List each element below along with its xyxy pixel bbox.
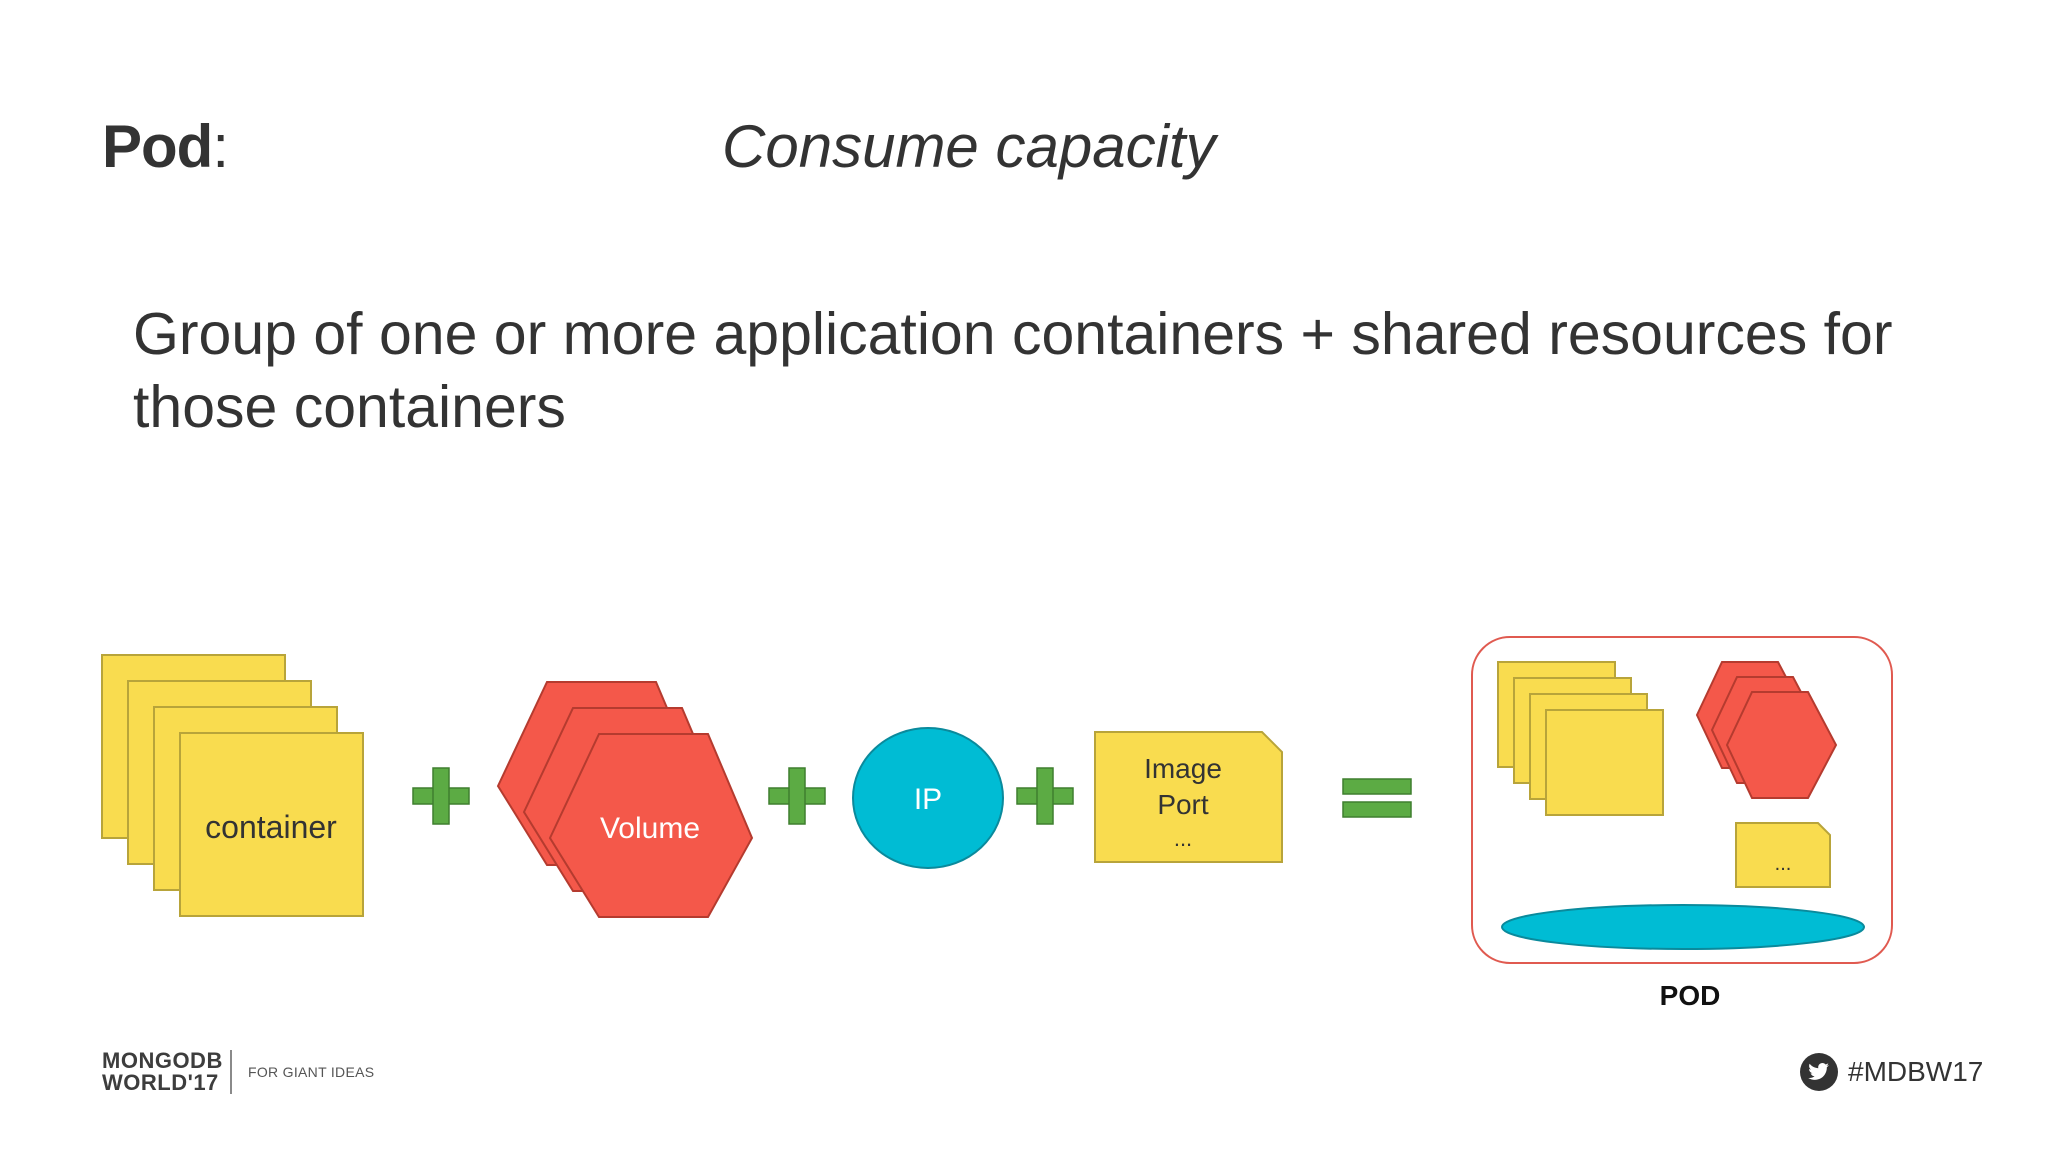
plus-icon xyxy=(1016,767,1074,825)
pod-ip-ellipse xyxy=(1501,904,1865,950)
pod-container-4 xyxy=(1545,709,1664,816)
equals-icon xyxy=(1342,778,1412,818)
pod-resources-label: ... xyxy=(1775,853,1792,875)
container-stack: container xyxy=(101,654,364,917)
container-label: container xyxy=(205,809,337,845)
title-colon: : xyxy=(212,113,229,180)
resource-port-label: Port xyxy=(1157,789,1209,820)
pod-volume-3 xyxy=(1725,691,1838,799)
resource-image-label: Image xyxy=(1144,753,1222,784)
logo-line-2: WORLD'17 xyxy=(102,1070,219,1095)
resource-ellipsis-label: ... xyxy=(1174,826,1192,851)
slide-subtitle: Consume capacity xyxy=(722,113,1216,180)
ip-node: IP xyxy=(852,727,1004,869)
ip-label: IP xyxy=(914,783,942,816)
pod-box: ... xyxy=(1471,636,1893,964)
footer-divider xyxy=(230,1050,232,1094)
resources-note: Image Port ... xyxy=(1094,731,1283,863)
volume-stack: Volume xyxy=(496,681,754,918)
container-box-4 xyxy=(179,732,364,917)
title-pod: Pod xyxy=(102,113,213,180)
twitter-bird-icon xyxy=(1800,1053,1838,1091)
plus-icon xyxy=(768,767,826,825)
ip-circle xyxy=(852,727,1004,869)
twitter-hashtag: #MDBW17 xyxy=(1800,1050,1983,1094)
logo-line-1: MONGODB xyxy=(102,1048,223,1073)
volume-label: Volume xyxy=(600,812,700,845)
plus-icon xyxy=(412,767,470,825)
footer-tagline: FOR GIANT IDEAS xyxy=(248,1064,375,1080)
pod-label: POD xyxy=(1660,980,1721,1011)
pod-resources-note xyxy=(1735,822,1831,888)
slide-title: Pod: xyxy=(102,112,229,181)
hashtag-label: #MDBW17 xyxy=(1848,1056,1984,1087)
slide-body-text: Group of one or more application contain… xyxy=(133,301,1893,440)
volume-hexagon-3 xyxy=(548,733,754,918)
mongodb-world-logo: MONGODB WORLD'17 xyxy=(102,1050,223,1094)
note-shape xyxy=(1094,731,1283,863)
